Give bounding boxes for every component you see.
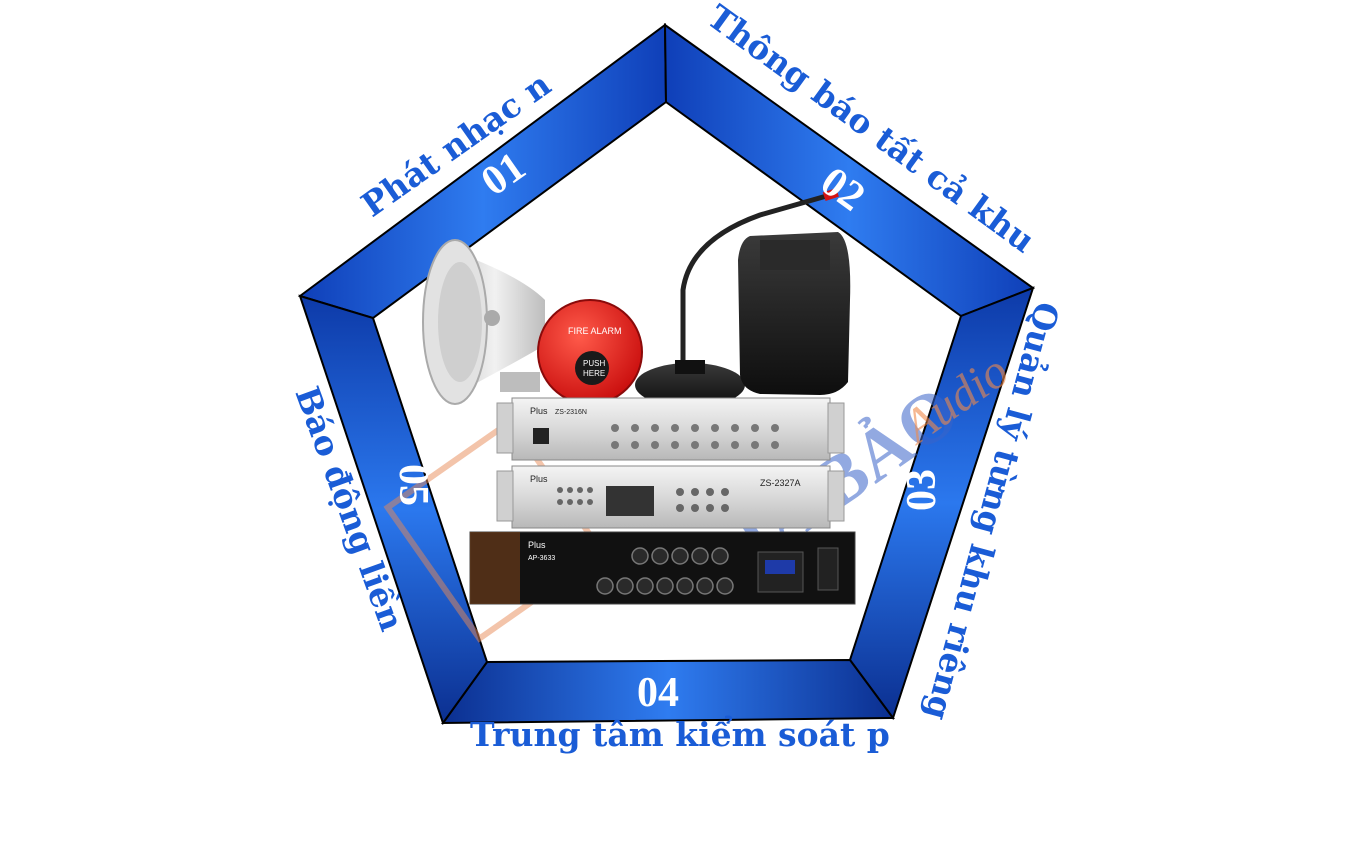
rack-unit-zs2316n: Plus ZS-2316N — [496, 397, 845, 461]
equipment-image: FIRE ALARM PUSH HERE Plus ZS-2316N — [422, 188, 856, 605]
alarm-here: HERE — [583, 369, 605, 378]
unit2-brand: Plus — [530, 474, 548, 484]
wall-speaker — [738, 232, 851, 395]
horn-speaker — [422, 239, 545, 405]
rack-unit-zs2327a: Plus ZS-2327A — [496, 465, 845, 529]
unit1-model: ZS-2316N — [555, 409, 587, 416]
unit2-model: ZS-2327A — [760, 478, 801, 488]
segment-number-05: 05 — [390, 464, 436, 506]
unit3-model: AP-3633 — [528, 555, 555, 562]
pentagon-frame — [297, 23, 1036, 726]
unit3-brand: Plus — [528, 540, 546, 550]
segment-number-04: 04 — [637, 670, 679, 716]
rack-unit-amplifier: Plus AP-3633 — [469, 531, 856, 605]
frame-side-05 — [298, 294, 489, 726]
paging-microphone — [635, 188, 839, 407]
unit1-brand: Plus — [530, 406, 548, 416]
alarm-push: PUSH — [583, 359, 605, 368]
fire-alarm-button: FIRE ALARM PUSH HERE — [537, 299, 643, 405]
alarm-label: FIRE ALARM — [568, 326, 622, 336]
segment-number-03: 03 — [899, 469, 945, 511]
